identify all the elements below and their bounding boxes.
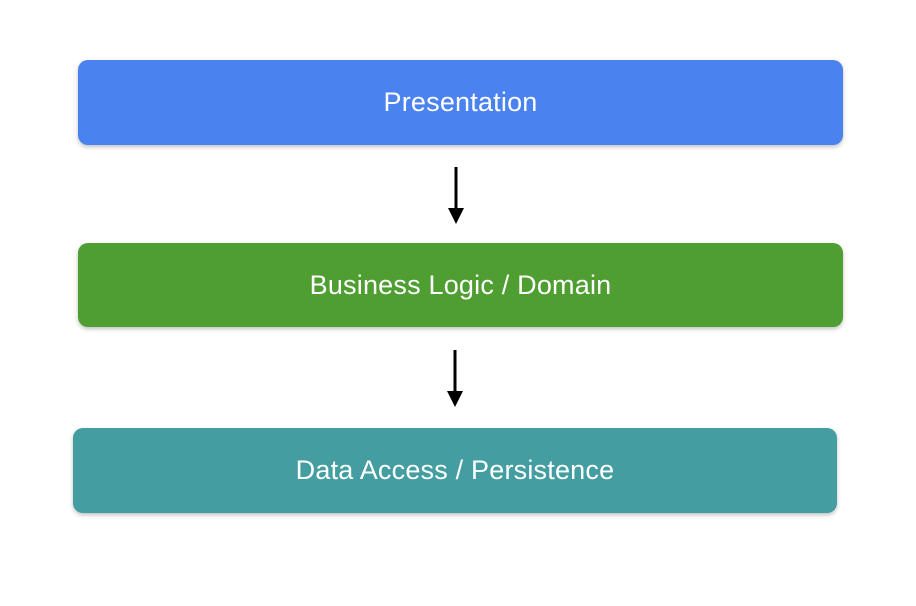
layer-data-access-box: Data Access / Persistence <box>73 428 837 513</box>
down-arrow-icon <box>448 167 464 224</box>
layer-presentation-box: Presentation <box>78 60 843 145</box>
layer-business-logic-box: Business Logic / Domain <box>78 243 843 327</box>
down-arrow-head <box>448 208 464 224</box>
down-arrow-head <box>447 391 463 407</box>
down-arrow-icon <box>447 350 463 407</box>
layer-data-access-label: Data Access / Persistence <box>295 455 615 485</box>
layer-presentation-label: Presentation <box>383 87 538 117</box>
layer-business-logic-label: Business Logic / Domain <box>309 269 612 300</box>
